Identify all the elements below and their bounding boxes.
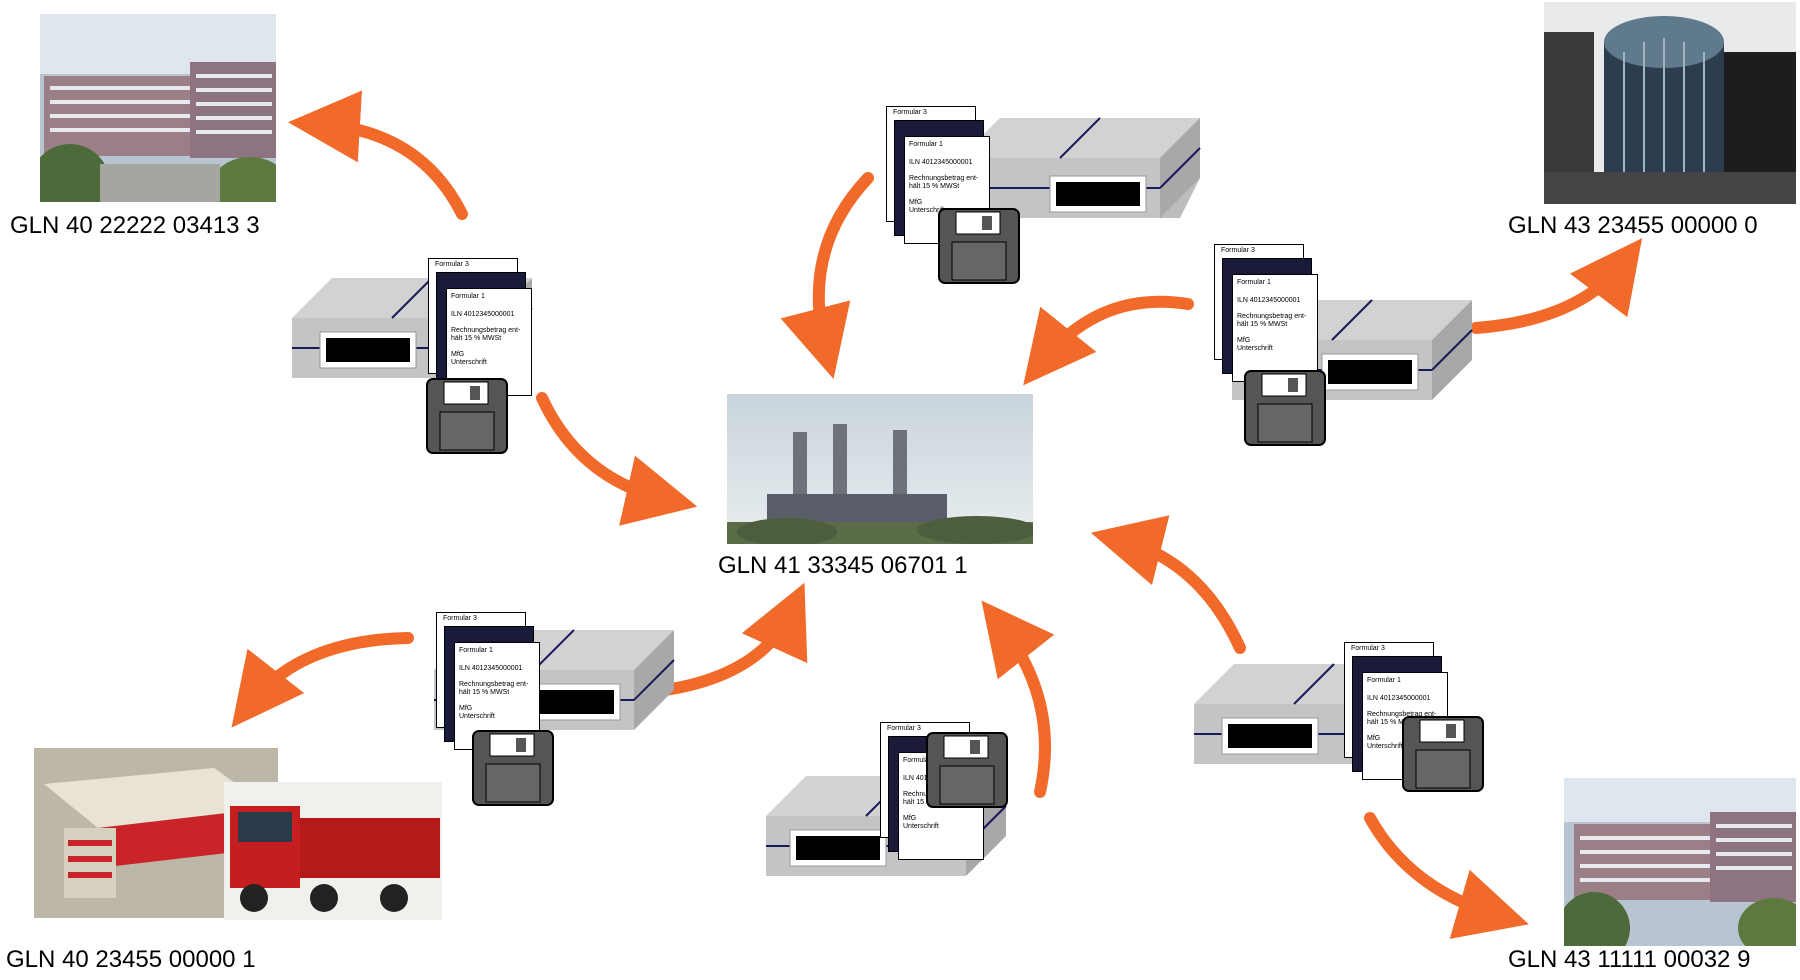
doc-form3-label: Formular 3 <box>435 261 469 268</box>
doc-amount-2: hält 15 % MWSt <box>451 335 502 342</box>
arrow-right-to-center <box>1023 295 1194 386</box>
doc-form3-label: Formular 3 <box>893 109 927 116</box>
doc-sig-2: Unterschrift <box>1237 345 1273 352</box>
doc-sig-1: MfG <box>459 705 473 712</box>
doc-sig-1: MfG <box>1367 735 1381 742</box>
arrow-top-to-center <box>780 172 874 380</box>
power-plant-photo-center <box>727 394 1033 544</box>
gln-label-center: GLN 41 33345 06701 1 <box>718 552 968 579</box>
doc-form1-label: Formular 1 <box>451 293 485 300</box>
doc-sig-1: MfG <box>1237 337 1251 344</box>
doc-sig-2: Unterschrift <box>1367 743 1403 750</box>
doc-iln: ILN 4012345000001 <box>451 311 515 318</box>
office-building-photo-bottom-right <box>1564 778 1796 946</box>
doc-sig-2: Unterschrift <box>909 207 945 214</box>
floppy-disk-icon <box>426 378 508 454</box>
doc-amount-1: Rechnungsbetrag ent- <box>459 681 529 688</box>
arrow-bottomleft-pkg-to-center <box>644 582 808 698</box>
doc-amount-1: Rechnungsbetrag ent- <box>909 175 979 182</box>
arrow-bottomright-pkg-to-center <box>1090 515 1246 654</box>
doc-amount-1: Rechnungsbetrag ent- <box>1367 711 1437 718</box>
gln-label-top-right: GLN 43 23455 00000 0 <box>1508 212 1758 239</box>
floppy-disk-icon <box>1402 716 1484 792</box>
doc-amount-1: Rechnungsbetrag ent- <box>1237 313 1307 320</box>
doc-form3-label: Formular 3 <box>443 615 477 622</box>
doc-sig-2: Unterschrift <box>903 823 939 830</box>
arrow-left-to-center <box>536 392 698 526</box>
doc-sig-2: Unterschrift <box>451 359 487 366</box>
gln-label-bottom-right: GLN 43 11111 00032 9 <box>1508 946 1751 973</box>
arrow-to-bottom-left <box>231 632 414 728</box>
doc-iln: ILN 4012345000001 <box>1367 695 1431 702</box>
doc-sig-1: MfG <box>909 199 923 206</box>
gln-label-top-left: GLN 40 22222 03413 3 <box>10 212 260 239</box>
doc-form3-label: Formular 3 <box>1351 645 1385 652</box>
floppy-disk-icon <box>938 208 1020 284</box>
floppy-disk-icon <box>1244 370 1326 446</box>
doc-form3-label: Formular 3 <box>887 725 921 732</box>
arrow-to-top-left <box>288 90 468 220</box>
doc-sig-1: MfG <box>451 351 465 358</box>
doc-form1-label: Formular 1 <box>1367 677 1401 684</box>
doc-sig-1: MfG <box>903 815 917 822</box>
doc-form1-label: Formular 1 <box>903 757 937 764</box>
doc-iln: ILN 4012345000001 <box>1237 297 1301 304</box>
floppy-disk-icon <box>926 732 1008 808</box>
warehouse-truck-photo-bottom-left <box>34 748 442 920</box>
office-building-photo-top-left <box>40 14 276 202</box>
doc-amount-2: hält 15 % MWSt <box>459 689 510 696</box>
doc-amount-2: hält 15 % MWSt <box>1237 321 1288 328</box>
doc-iln: ILN 4012345000001 <box>459 665 523 672</box>
doc-form1-label: Formular 1 <box>459 647 493 654</box>
doc-form1-label: Formular 1 <box>1237 279 1271 286</box>
doc-amount-1: Rechnungsbetrag ent- <box>451 327 521 334</box>
floppy-disk-icon <box>472 730 554 806</box>
doc-form1-label: Formular 1 <box>909 141 943 148</box>
doc-form3-label: Formular 3 <box>1221 247 1255 254</box>
arrow-to-top-right <box>1470 238 1643 334</box>
arrow-to-bottom-right <box>1364 812 1529 939</box>
gln-label-bottom-left: GLN 40 23455 00000 1 <box>6 946 256 973</box>
doc-amount-2: hält 15 % MWSt <box>1367 719 1418 726</box>
package-box <box>960 117 1201 218</box>
doc-iln: ILN 4012345000001 <box>909 159 973 166</box>
doc-sig-2: Unterschrift <box>459 713 495 720</box>
doc-amount-2: hält 15 % MWSt <box>909 183 960 190</box>
glass-tower-photo-top-right <box>1544 2 1796 204</box>
